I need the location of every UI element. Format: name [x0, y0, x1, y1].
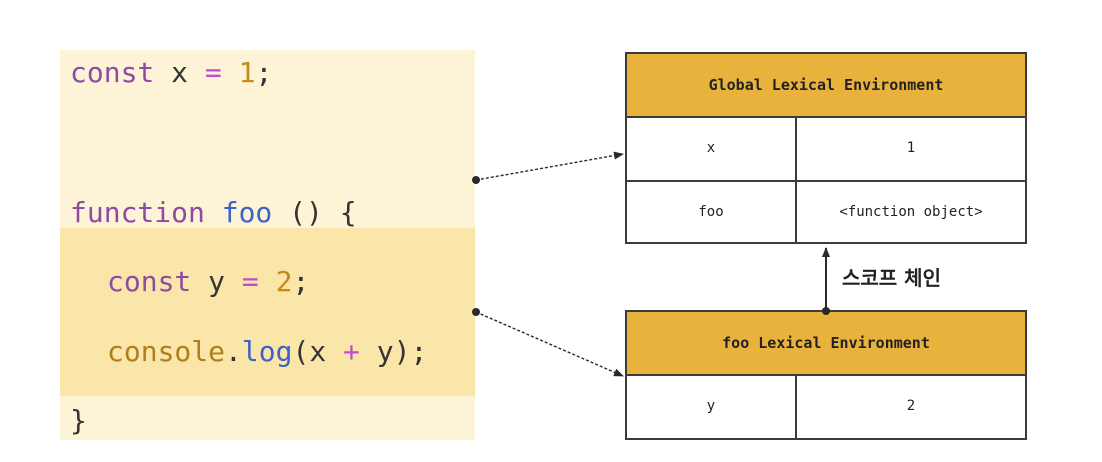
punctuation: ; — [292, 265, 310, 298]
function-name: foo — [221, 196, 273, 229]
number: 2 — [275, 265, 293, 298]
operator: = — [204, 56, 222, 89]
identifier: x — [171, 56, 189, 89]
code-line-const-x: const x = 1; — [70, 56, 272, 90]
punctuation: . — [225, 335, 242, 368]
foo-env-title: foo Lexical Environment — [627, 312, 1025, 376]
global-env-row-x: x 1 — [627, 116, 1025, 180]
env-value: 1 — [906, 140, 916, 156]
env-key: foo — [627, 182, 797, 242]
keyword: const — [70, 56, 155, 89]
global-env-row-foo: foo <function object> — [627, 180, 1025, 242]
punctuation: ( — [292, 335, 310, 368]
operator: = — [241, 265, 259, 298]
global-env-reference-arrow — [475, 151, 624, 181]
number: 1 — [238, 56, 256, 89]
identifier: y — [376, 335, 394, 368]
code-line-closing-brace: } — [70, 404, 87, 438]
object-name: console — [107, 335, 226, 368]
punctuation: } — [70, 404, 87, 437]
env-value: 2 — [906, 398, 916, 414]
global-env-title: Global Lexical Environment — [627, 54, 1025, 118]
code-line-console-log: console.log(x + y); — [107, 335, 427, 369]
foo-function-body-block — [60, 228, 475, 396]
global-lexical-environment: Global Lexical Environment x 1 foo <func… — [625, 52, 1027, 244]
env-key: y — [627, 374, 797, 438]
env-value: <function object> — [839, 204, 983, 220]
punctuation: () { — [289, 196, 357, 229]
identifier: x — [309, 335, 327, 368]
keyword: function — [70, 196, 205, 229]
operator: + — [343, 335, 360, 368]
scope-chain-label: 스코프 체인 — [842, 266, 941, 290]
foo-env-row-y: y 2 — [627, 374, 1025, 438]
code-line-const-y: const y = 2; — [107, 265, 309, 299]
code-line-function-foo: function foo () { — [70, 196, 357, 230]
foo-env-reference-arrow — [475, 311, 624, 377]
identifier: y — [208, 265, 226, 298]
punctuation: ; — [255, 56, 273, 89]
env-key: x — [627, 116, 797, 180]
method-name: log — [241, 335, 293, 368]
keyword: const — [107, 265, 192, 298]
punctuation: ); — [393, 335, 428, 368]
